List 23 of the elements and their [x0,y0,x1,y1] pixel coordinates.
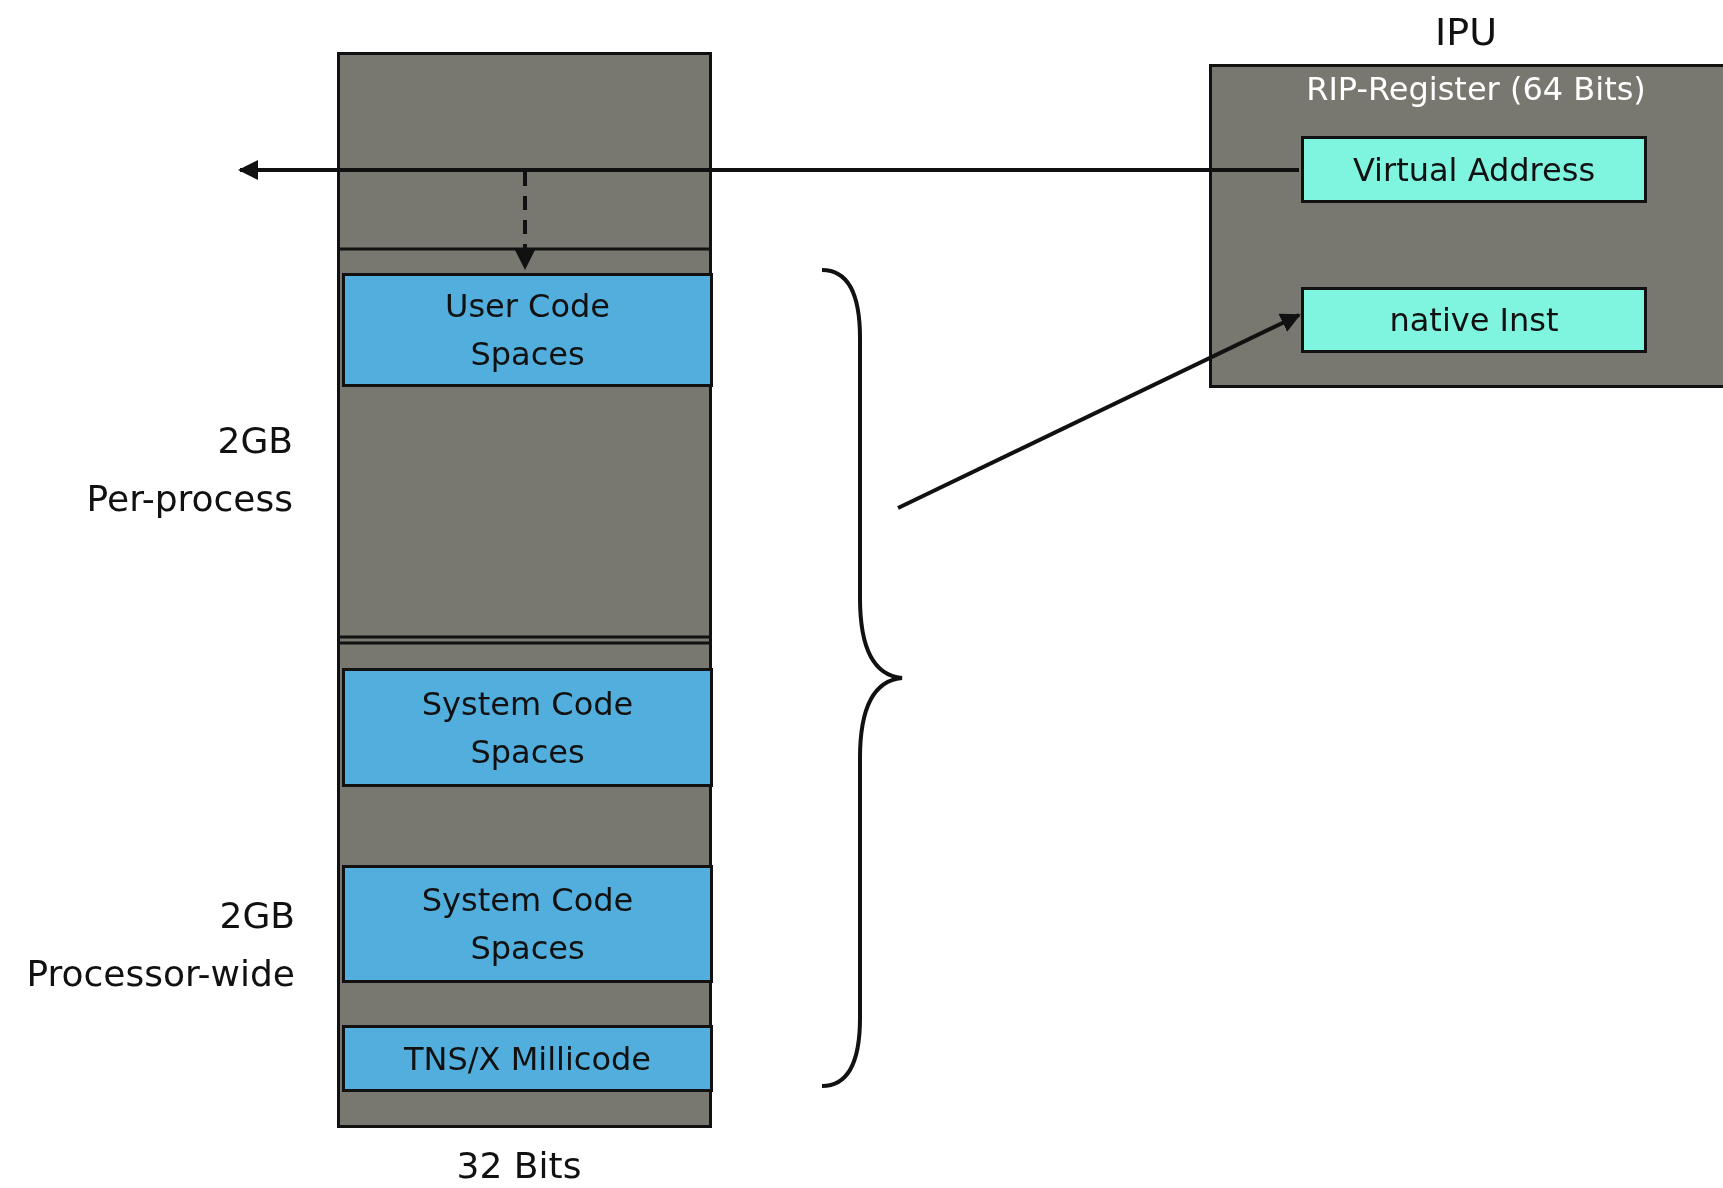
memory-segment [342,1025,713,1092]
memory-segment [342,865,713,983]
memory-segment [342,273,713,387]
text-label: Per-process [86,478,293,519]
arrow [238,160,1299,180]
register-field [1301,287,1647,353]
segment-label: System Code Spaces [420,683,635,773]
text-label: Processor-wide [26,953,295,994]
segment-label: System Code Spaces [420,880,635,969]
segment-label: native Inst [1389,301,1559,339]
register-field [1301,136,1647,203]
unit-heading: IPU [1434,10,1498,54]
segment-label: User Code Spaces [444,286,611,375]
segment-label: Virtual Address [1352,150,1596,189]
arrow [515,172,535,270]
text-label: 2GB [219,895,295,936]
memory-segment [342,668,713,787]
text-label: 32 Bits [456,1145,582,1186]
register-title: RIP-Register (64 Bits) [1305,70,1647,108]
segment-label: TNS/X Millicode [404,1038,651,1080]
arrow [897,313,1301,510]
memory-column [337,52,712,1128]
text-label: 2GB [217,420,293,461]
